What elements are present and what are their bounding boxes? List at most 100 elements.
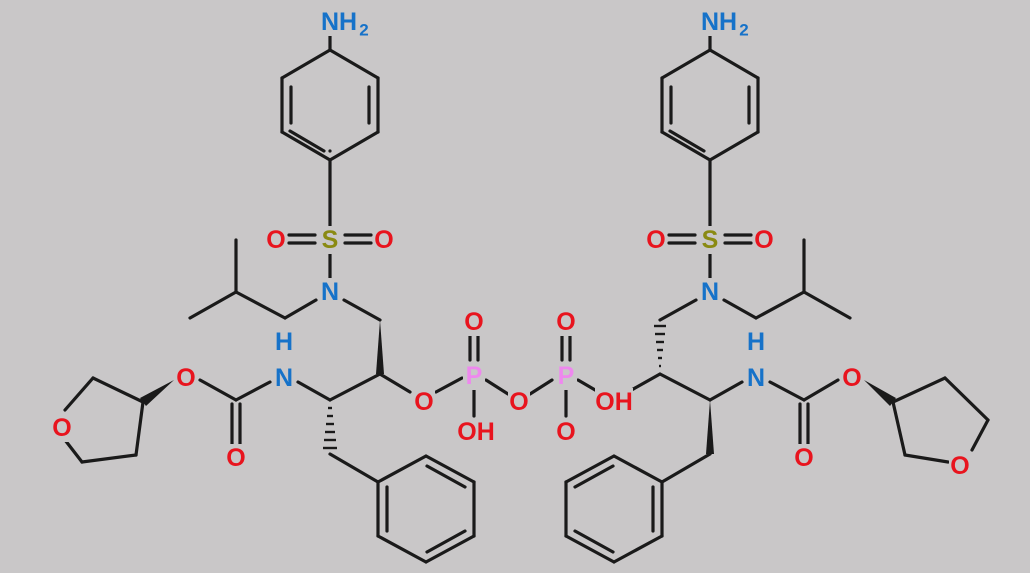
bond bbox=[328, 48, 380, 80]
atom-oxygen: O bbox=[645, 226, 667, 254]
atom-label: O bbox=[646, 226, 665, 254]
wedge-bond bbox=[864, 380, 896, 406]
atom-label: H bbox=[747, 328, 765, 356]
bond bbox=[768, 380, 806, 402]
atom-oxygen: O bbox=[413, 388, 435, 416]
bond bbox=[424, 534, 476, 564]
atom-oxygen: O bbox=[841, 364, 863, 392]
atom-label: OH bbox=[595, 388, 633, 416]
atom-label: O bbox=[509, 388, 528, 416]
bond bbox=[802, 290, 852, 320]
bond bbox=[564, 534, 616, 564]
atom-label: O bbox=[266, 226, 285, 254]
bond bbox=[188, 290, 238, 320]
atom-oxygen: O bbox=[463, 308, 485, 336]
bond bbox=[754, 290, 806, 320]
bond bbox=[970, 418, 990, 452]
atom-oxygen: O bbox=[555, 308, 577, 336]
bond bbox=[328, 372, 382, 402]
bond bbox=[280, 130, 332, 162]
atom-oxygen: O bbox=[793, 444, 815, 472]
atom-oxygen: O bbox=[753, 226, 775, 254]
bond bbox=[658, 298, 698, 322]
atom-phosphorus: P bbox=[555, 362, 577, 390]
bond bbox=[328, 130, 380, 162]
atom-label: O bbox=[464, 308, 483, 336]
bond bbox=[612, 534, 664, 564]
bond bbox=[528, 378, 554, 396]
bond bbox=[484, 378, 510, 396]
atom-label: S bbox=[702, 226, 719, 254]
atom-oxygen: O bbox=[508, 388, 530, 416]
bond bbox=[234, 290, 287, 320]
bond bbox=[283, 298, 318, 320]
atom-oxygen: O bbox=[51, 414, 73, 442]
bond bbox=[91, 376, 145, 404]
bond bbox=[198, 378, 238, 402]
bond bbox=[573, 464, 615, 489]
wedge-bond bbox=[706, 400, 714, 454]
bond bbox=[376, 454, 428, 484]
atom-label: H bbox=[275, 328, 293, 356]
atom-oxygen: OH bbox=[595, 388, 633, 416]
atom-nitrogen: N bbox=[699, 278, 721, 306]
bond bbox=[280, 48, 332, 80]
atom-label: O bbox=[556, 418, 575, 446]
atom-oxygen: O bbox=[373, 226, 395, 254]
atom-label-suffix: H bbox=[339, 8, 357, 36]
bond bbox=[63, 438, 84, 464]
atom-label: O bbox=[374, 226, 393, 254]
atom-label: OH bbox=[457, 418, 495, 446]
atom-label: O bbox=[950, 452, 969, 480]
bond bbox=[434, 376, 464, 394]
bond bbox=[234, 380, 272, 402]
atom-label-subscript: 2 bbox=[739, 21, 748, 40]
bond bbox=[891, 400, 907, 457]
bond bbox=[425, 464, 467, 489]
bond bbox=[708, 130, 760, 162]
atom-oxygen: O bbox=[265, 226, 287, 254]
atom-label: O bbox=[556, 308, 575, 336]
bond bbox=[378, 372, 412, 394]
atom-sulfur: S bbox=[319, 226, 341, 254]
atom-nitrogen: H bbox=[745, 328, 767, 356]
atom-phosphorus: P bbox=[463, 362, 485, 390]
bond bbox=[134, 400, 145, 457]
bond bbox=[943, 376, 990, 422]
hash-bond bbox=[323, 406, 337, 450]
atom-nitrogen: N bbox=[319, 278, 341, 306]
bond bbox=[612, 454, 664, 484]
bond bbox=[668, 129, 706, 153]
atom-label: S bbox=[322, 226, 339, 254]
atom-label: N bbox=[701, 8, 719, 36]
bond bbox=[328, 452, 380, 484]
atom-oxygen: O bbox=[555, 418, 577, 446]
atom-label: O bbox=[842, 364, 861, 392]
bond bbox=[564, 454, 616, 484]
atom-label: N bbox=[701, 278, 719, 306]
bond bbox=[626, 372, 662, 394]
atom-label: N bbox=[321, 278, 339, 306]
bond bbox=[424, 454, 476, 484]
atom-oxygen: O bbox=[949, 452, 971, 480]
bond bbox=[573, 529, 615, 554]
bond bbox=[658, 372, 712, 402]
atom-nitrogen: H bbox=[273, 328, 295, 356]
atom-oxygen: OH bbox=[457, 418, 495, 446]
atom-label: N bbox=[275, 364, 293, 392]
atom-nitrogen: N bbox=[273, 364, 295, 392]
bond-layer bbox=[63, 34, 990, 564]
bond bbox=[296, 380, 332, 402]
atom-label: O bbox=[754, 226, 773, 254]
atom-label: N bbox=[321, 8, 339, 36]
atom-label: O bbox=[226, 444, 245, 472]
atom-label: O bbox=[794, 444, 813, 472]
bond bbox=[660, 130, 712, 162]
atom-oxygen: O bbox=[225, 444, 247, 472]
wedge-bond bbox=[376, 320, 384, 374]
bond bbox=[708, 380, 744, 402]
atom-label: O bbox=[176, 364, 195, 392]
bond bbox=[63, 376, 95, 412]
